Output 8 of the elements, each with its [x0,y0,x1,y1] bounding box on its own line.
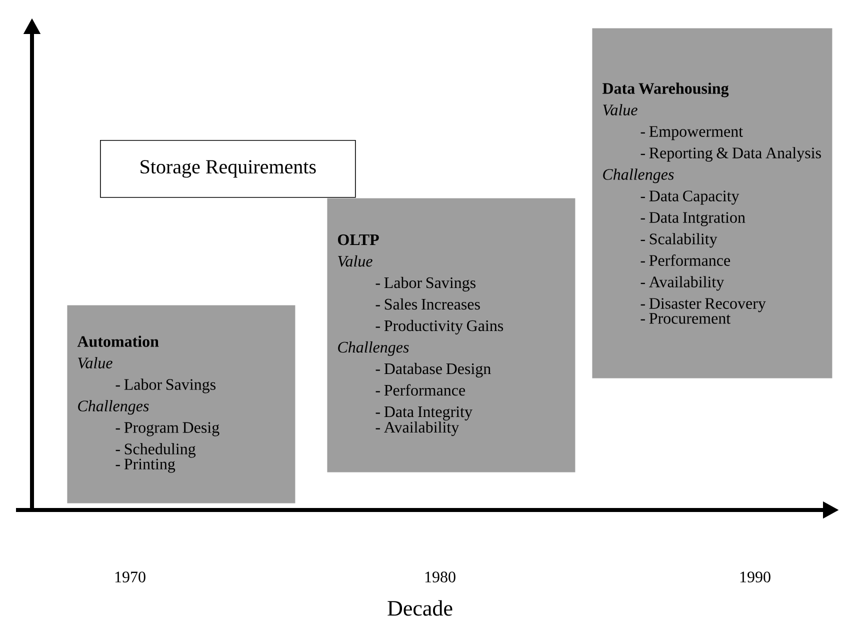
era-box: Automation Value - Labor Savings Challenges - Program Desig - Scheduling - Printing [67,305,296,504]
tick-label: 1970 [115,572,146,582]
axis-title-box: Storage Requirements [100,140,356,198]
tick-label: 1980 [425,572,456,582]
era-box: Data Warehousing Value - Empowerment - Reporting & Data Analysis Challenges - Data Capacity - Data Intgration - Scalability - Performance - Availability - Disaster Recovery - Procurement [592,28,832,378]
axis-label: Decade [388,600,452,616]
tick-label: 1990 [740,572,770,582]
era-box: OLTP Value - Labor Savings - Sales Increases - Productivity Gains Challenges - Database Design - Performance - Data Integrity - Availability [327,198,576,472]
